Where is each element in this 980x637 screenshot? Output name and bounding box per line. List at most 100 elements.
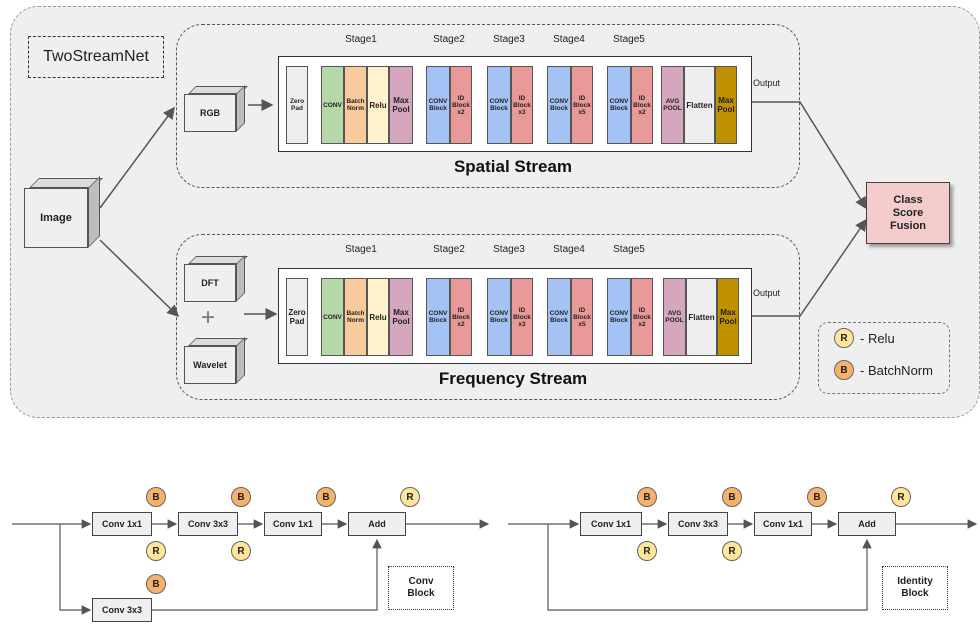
- frequency-stage5-conv-block: CONV Block: [607, 278, 631, 356]
- frequency-stage3-label: Stage3: [493, 244, 525, 255]
- rgb-input-cube: RGB: [184, 85, 248, 132]
- conv-block-r2: R: [231, 541, 251, 561]
- spatial-stage2-conv-block: CONV Block: [426, 66, 450, 144]
- spatial-stage2-label: Stage2: [433, 34, 465, 45]
- conv-block-shortcut-b: B: [146, 574, 166, 594]
- spatial-stage3-label: Stage3: [493, 34, 525, 45]
- legend-batchnorm-symbol: B: [834, 360, 854, 380]
- frequency-stream-box: [176, 234, 800, 400]
- spatial-stream-box: [176, 24, 800, 188]
- frequency-stage3-id-block: ID Block x3: [511, 278, 533, 356]
- spatial-relu: Relu: [367, 66, 389, 144]
- identity-block-conv3x3: Conv 3x3: [668, 512, 728, 536]
- wavelet-cube-side: [236, 337, 245, 384]
- wavelet-input-cube: Wavelet: [184, 337, 248, 384]
- conv-block-r4: R: [400, 487, 420, 507]
- identity-block-conv1x1-a: Conv 1x1: [580, 512, 642, 536]
- identity-block-b3: B: [807, 487, 827, 507]
- spatial-output-label: Output: [753, 78, 781, 88]
- dft-cube-front: [184, 264, 236, 302]
- spatial-stage5-id-block: ID Block x2: [631, 66, 653, 144]
- spatial-stage5-label: Stage5: [613, 34, 645, 45]
- image-input-cube: Image: [24, 176, 103, 248]
- image-label: Image: [40, 212, 72, 224]
- frequency-zero-pad: Zero Pad: [286, 278, 308, 356]
- frequency-output-label: Output: [753, 288, 781, 298]
- conv-block-label: Conv Block: [388, 566, 454, 610]
- conv-block-r1: R: [146, 541, 166, 561]
- conv-block-b3: B: [316, 487, 336, 507]
- identity-block-label-text: Identity Block: [897, 576, 933, 599]
- legend: [818, 322, 950, 394]
- identity-block-b1: B: [637, 487, 657, 507]
- spatial-stream-title: Spatial Stream: [453, 157, 573, 176]
- conv-block-shortcut-conv3x3: Conv 3x3: [92, 598, 152, 622]
- frequency-stream-title: Frequency Stream: [438, 369, 588, 388]
- spatial-conv: CONV: [321, 66, 344, 144]
- spatial-max-pool-final: Max Pool: [715, 66, 737, 144]
- fusion-label: Class Score Fusion: [889, 193, 927, 232]
- conv-block-label-text: Conv Block: [407, 576, 435, 599]
- identity-block-label: Identity Block: [882, 566, 948, 610]
- conv-block-conv3x3: Conv 3x3: [178, 512, 238, 536]
- plus-icon: +: [200, 304, 215, 331]
- identity-block-r1: R: [637, 541, 657, 561]
- legend-relu-symbol: R: [834, 328, 854, 348]
- spatial-stage4-conv-block: CONV Block: [547, 66, 571, 144]
- frequency-stage4-id-block: ID Block x5: [571, 278, 593, 356]
- frequency-max-pool: Max Pool: [389, 278, 413, 356]
- frequency-stage2-id-block: ID Block x2: [450, 278, 472, 356]
- frequency-stage4-label: Stage4: [553, 244, 585, 255]
- identity-block-add: Add: [838, 512, 896, 536]
- spatial-stage3-conv-block: CONV Block: [487, 66, 511, 144]
- dft-cube-side: [236, 255, 245, 302]
- identity-block-r2: R: [722, 541, 742, 561]
- conv-block-conv1x1-b: Conv 1x1: [264, 512, 322, 536]
- spatial-stage5-conv-block: CONV Block: [607, 66, 631, 144]
- diagram-title: TwoStreamNet: [28, 36, 164, 78]
- identity-block-conv1x1-b: Conv 1x1: [754, 512, 812, 536]
- frequency-avg-pool: AVG POOL: [663, 278, 686, 356]
- frequency-batch-norm: Batch Norm: [344, 278, 367, 356]
- conv-block-b2: B: [231, 487, 251, 507]
- frequency-flatten: Flatten: [686, 278, 717, 356]
- diagram-title-text: TwoStreamNet: [43, 48, 149, 65]
- frequency-stage1-label: Stage1: [345, 244, 377, 255]
- dft-input-cube: DFT: [184, 255, 248, 302]
- frequency-stage2-conv-block: CONV Block: [426, 278, 450, 356]
- rgb-cube-front: [184, 94, 236, 132]
- spatial-avg-pool: AVG POOL: [661, 66, 684, 144]
- spatial-stage4-id-block: ID Block x5: [571, 66, 593, 144]
- frequency-stage4-conv-block: CONV Block: [547, 278, 571, 356]
- rgb-cube-side: [236, 85, 245, 132]
- legend-relu-text: - Relu: [860, 331, 895, 346]
- spatial-stage4-label: Stage4: [553, 34, 585, 45]
- frequency-stage5-id-block: ID Block x2: [631, 278, 653, 356]
- spatial-batch-norm: Batch Norm: [344, 66, 367, 144]
- wavelet-cube-front: [184, 346, 236, 384]
- conv-block-b1: B: [146, 487, 166, 507]
- conv-block-add: Add: [348, 512, 406, 536]
- frequency-stage3-conv-block: CONV Block: [487, 278, 511, 356]
- image-cube-front: [24, 188, 88, 248]
- class-score-fusion: Class Score Fusion: [866, 182, 950, 244]
- spatial-max-pool: Max Pool: [389, 66, 413, 144]
- legend-batchnorm-text: - BatchNorm: [860, 363, 933, 378]
- spatial-flatten: Flatten: [684, 66, 715, 144]
- frequency-stage5-label: Stage5: [613, 244, 645, 255]
- spatial-stage1-label: Stage1: [345, 34, 377, 45]
- identity-block-r4: R: [891, 487, 911, 507]
- frequency-relu: Relu: [367, 278, 389, 356]
- wavelet-label: Wavelet: [193, 360, 227, 370]
- spatial-stage3-id-block: ID Block x3: [511, 66, 533, 144]
- spatial-zero-pad: Zero Pad: [286, 66, 308, 144]
- identity-block-b2: B: [722, 487, 742, 507]
- rgb-label: RGB: [200, 108, 220, 118]
- spatial-stage2-id-block: ID Block x2: [450, 66, 472, 144]
- frequency-stage2-label: Stage2: [433, 244, 465, 255]
- frequency-max-pool-final: Max Pool: [717, 278, 739, 356]
- conv-block-conv1x1-a: Conv 1x1: [92, 512, 152, 536]
- dft-label: DFT: [201, 278, 219, 288]
- frequency-conv: CONV: [321, 278, 344, 356]
